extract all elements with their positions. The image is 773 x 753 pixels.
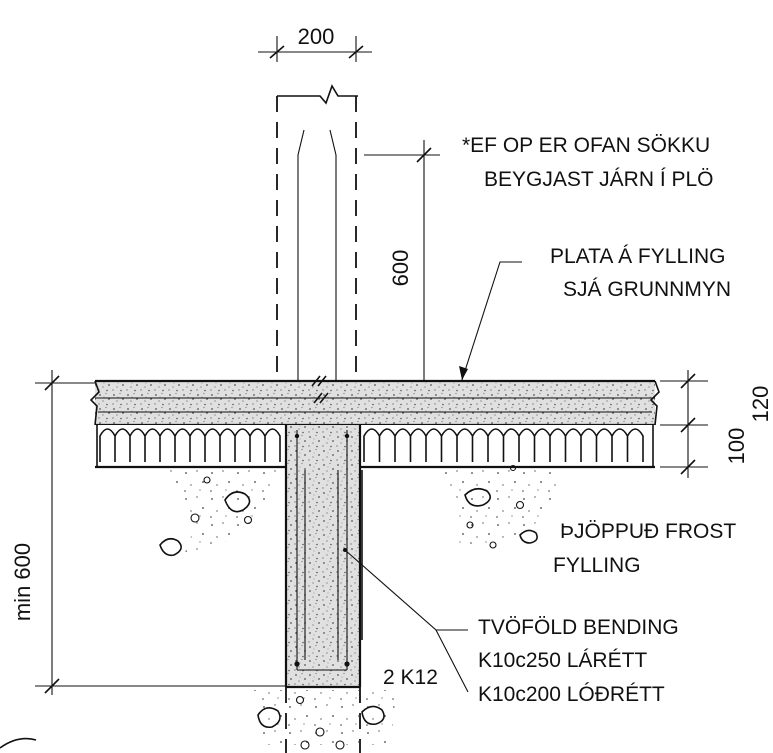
- bottom-bars-label: 2 K12: [383, 666, 438, 689]
- fill-note-line2: FYLLING: [553, 554, 641, 577]
- opening-note-line1: *EF OP ER OFAN SÖKKU: [462, 134, 710, 157]
- fill-note-line1: ÞJÖPPUÐ FROST: [560, 520, 736, 543]
- slab-thickness-label: 120: [748, 386, 773, 423]
- lap-length-label: 600: [388, 250, 413, 287]
- leader-lines: [343, 261, 522, 693]
- rebar-note-line2: K10c250 LÁRÉTT: [478, 649, 647, 672]
- wall-width-dimension: 200: [258, 24, 372, 62]
- annotations: *EF OP ER OFAN SÖKKU BEYGJAST JÁRN Í PLÖ…: [383, 134, 736, 706]
- slab-thickness-dimension: 120 100: [660, 370, 773, 478]
- rebar-note-line1: TVÖFÖLD BENDING: [478, 616, 679, 639]
- wall-width-label: 200: [298, 24, 335, 49]
- opening-note-line2: BEYGJAST JÁRN Í PLÖ: [484, 168, 714, 191]
- footing-depth-dimension: min 600: [10, 370, 286, 695]
- detail-callout-circle: [0, 737, 37, 749]
- insulation-thickness-label: 100: [724, 428, 749, 465]
- footing-stem: [284, 425, 362, 753]
- lap-length-dimension: 600: [364, 140, 440, 408]
- compacted-fill: [159, 464, 560, 750]
- wall-above-slab: [276, 84, 358, 380]
- floor-slab: [89, 375, 660, 427]
- footing-depth-label: min 600: [10, 543, 35, 621]
- slab-note-line1: PLATA Á FYLLING: [550, 245, 725, 268]
- insulation-layer: [95, 425, 655, 469]
- slab-note-line2: SJÁ GRUNNMYN: [563, 278, 731, 301]
- rebar-note-line3: K10c200 LÓÐRÉTT: [478, 683, 665, 706]
